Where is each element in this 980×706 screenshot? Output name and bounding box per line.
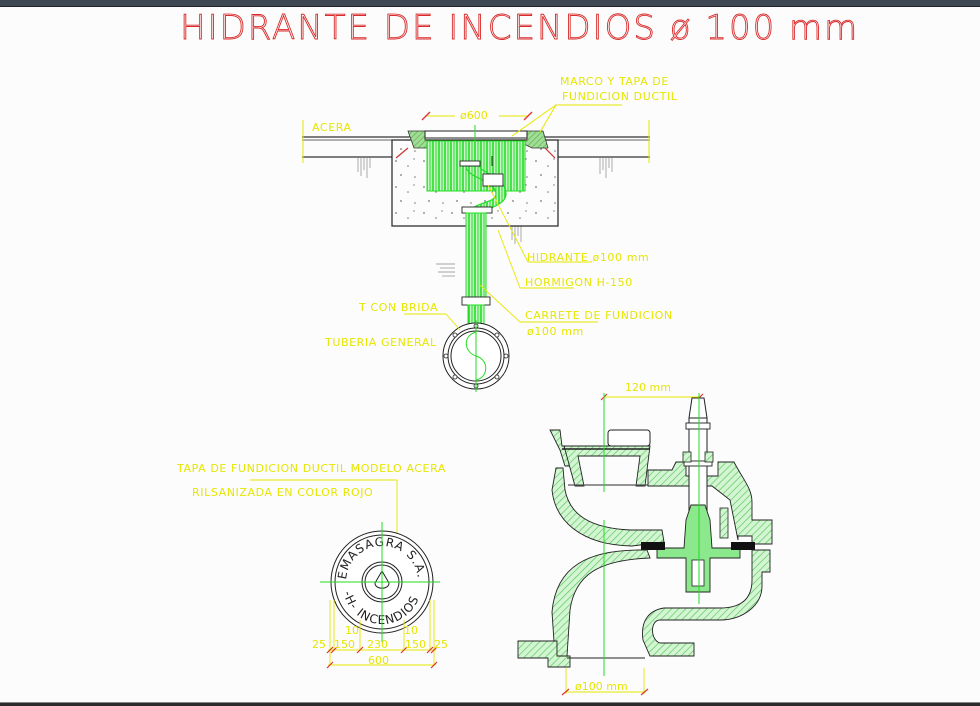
dim-230: 230: [367, 638, 388, 651]
carrete-label-line2: ø100 mm: [527, 325, 584, 338]
detail-view: 120 mm: [517, 381, 773, 696]
detail-bottom-dim: ø100 mm: [575, 680, 628, 693]
dim-10-right: 10: [404, 624, 418, 637]
dim-150-right: 150: [405, 638, 426, 651]
marco-label-line2: FUNDICION DUCTIL: [562, 90, 678, 103]
tuberia-general-label: TUBERIA GENERAL: [324, 336, 437, 349]
diam-600-dim: ø600: [460, 109, 488, 122]
window-top-bar: [0, 0, 980, 7]
dim-25-left: 25: [312, 638, 326, 651]
dim-25-right: 25: [434, 638, 448, 651]
dim-10-left: 10: [345, 624, 359, 637]
window-bottom-bar: [0, 702, 980, 706]
dim-600-total: 600: [368, 654, 389, 667]
marco-label-line1: MARCO Y TAPA DE: [560, 75, 669, 88]
dim-150-left: 150: [334, 638, 355, 651]
tapa-label-line2: RILSANIZADA EN COLOR ROJO: [192, 486, 373, 499]
carrete-label-line1: CARRETE DE FUNDICION: [525, 309, 673, 322]
hormigon-label: HORMIGON H-150: [525, 276, 633, 289]
cover-view: TAPA DE FUNDICION DUCTIL MODELO ACERA RI…: [176, 462, 448, 669]
t-con-brida-label: T CON BRIDA: [358, 301, 438, 314]
tapa-label-line1: TAPA DE FUNDICION DUCTIL MODELO ACERA: [176, 462, 446, 475]
drawing-title: HIDRANTE DE INCENDIOS ø 100 mm: [180, 8, 859, 48]
hidrante-label: HIDRANTE ø100 mm: [527, 251, 649, 264]
acera-label: ACERA: [312, 121, 352, 134]
detail-top-dim: 120 mm: [625, 381, 671, 394]
section-view: ACERA ø600 MARCO Y TAPA DE FUNDICION DUC…: [302, 75, 678, 392]
